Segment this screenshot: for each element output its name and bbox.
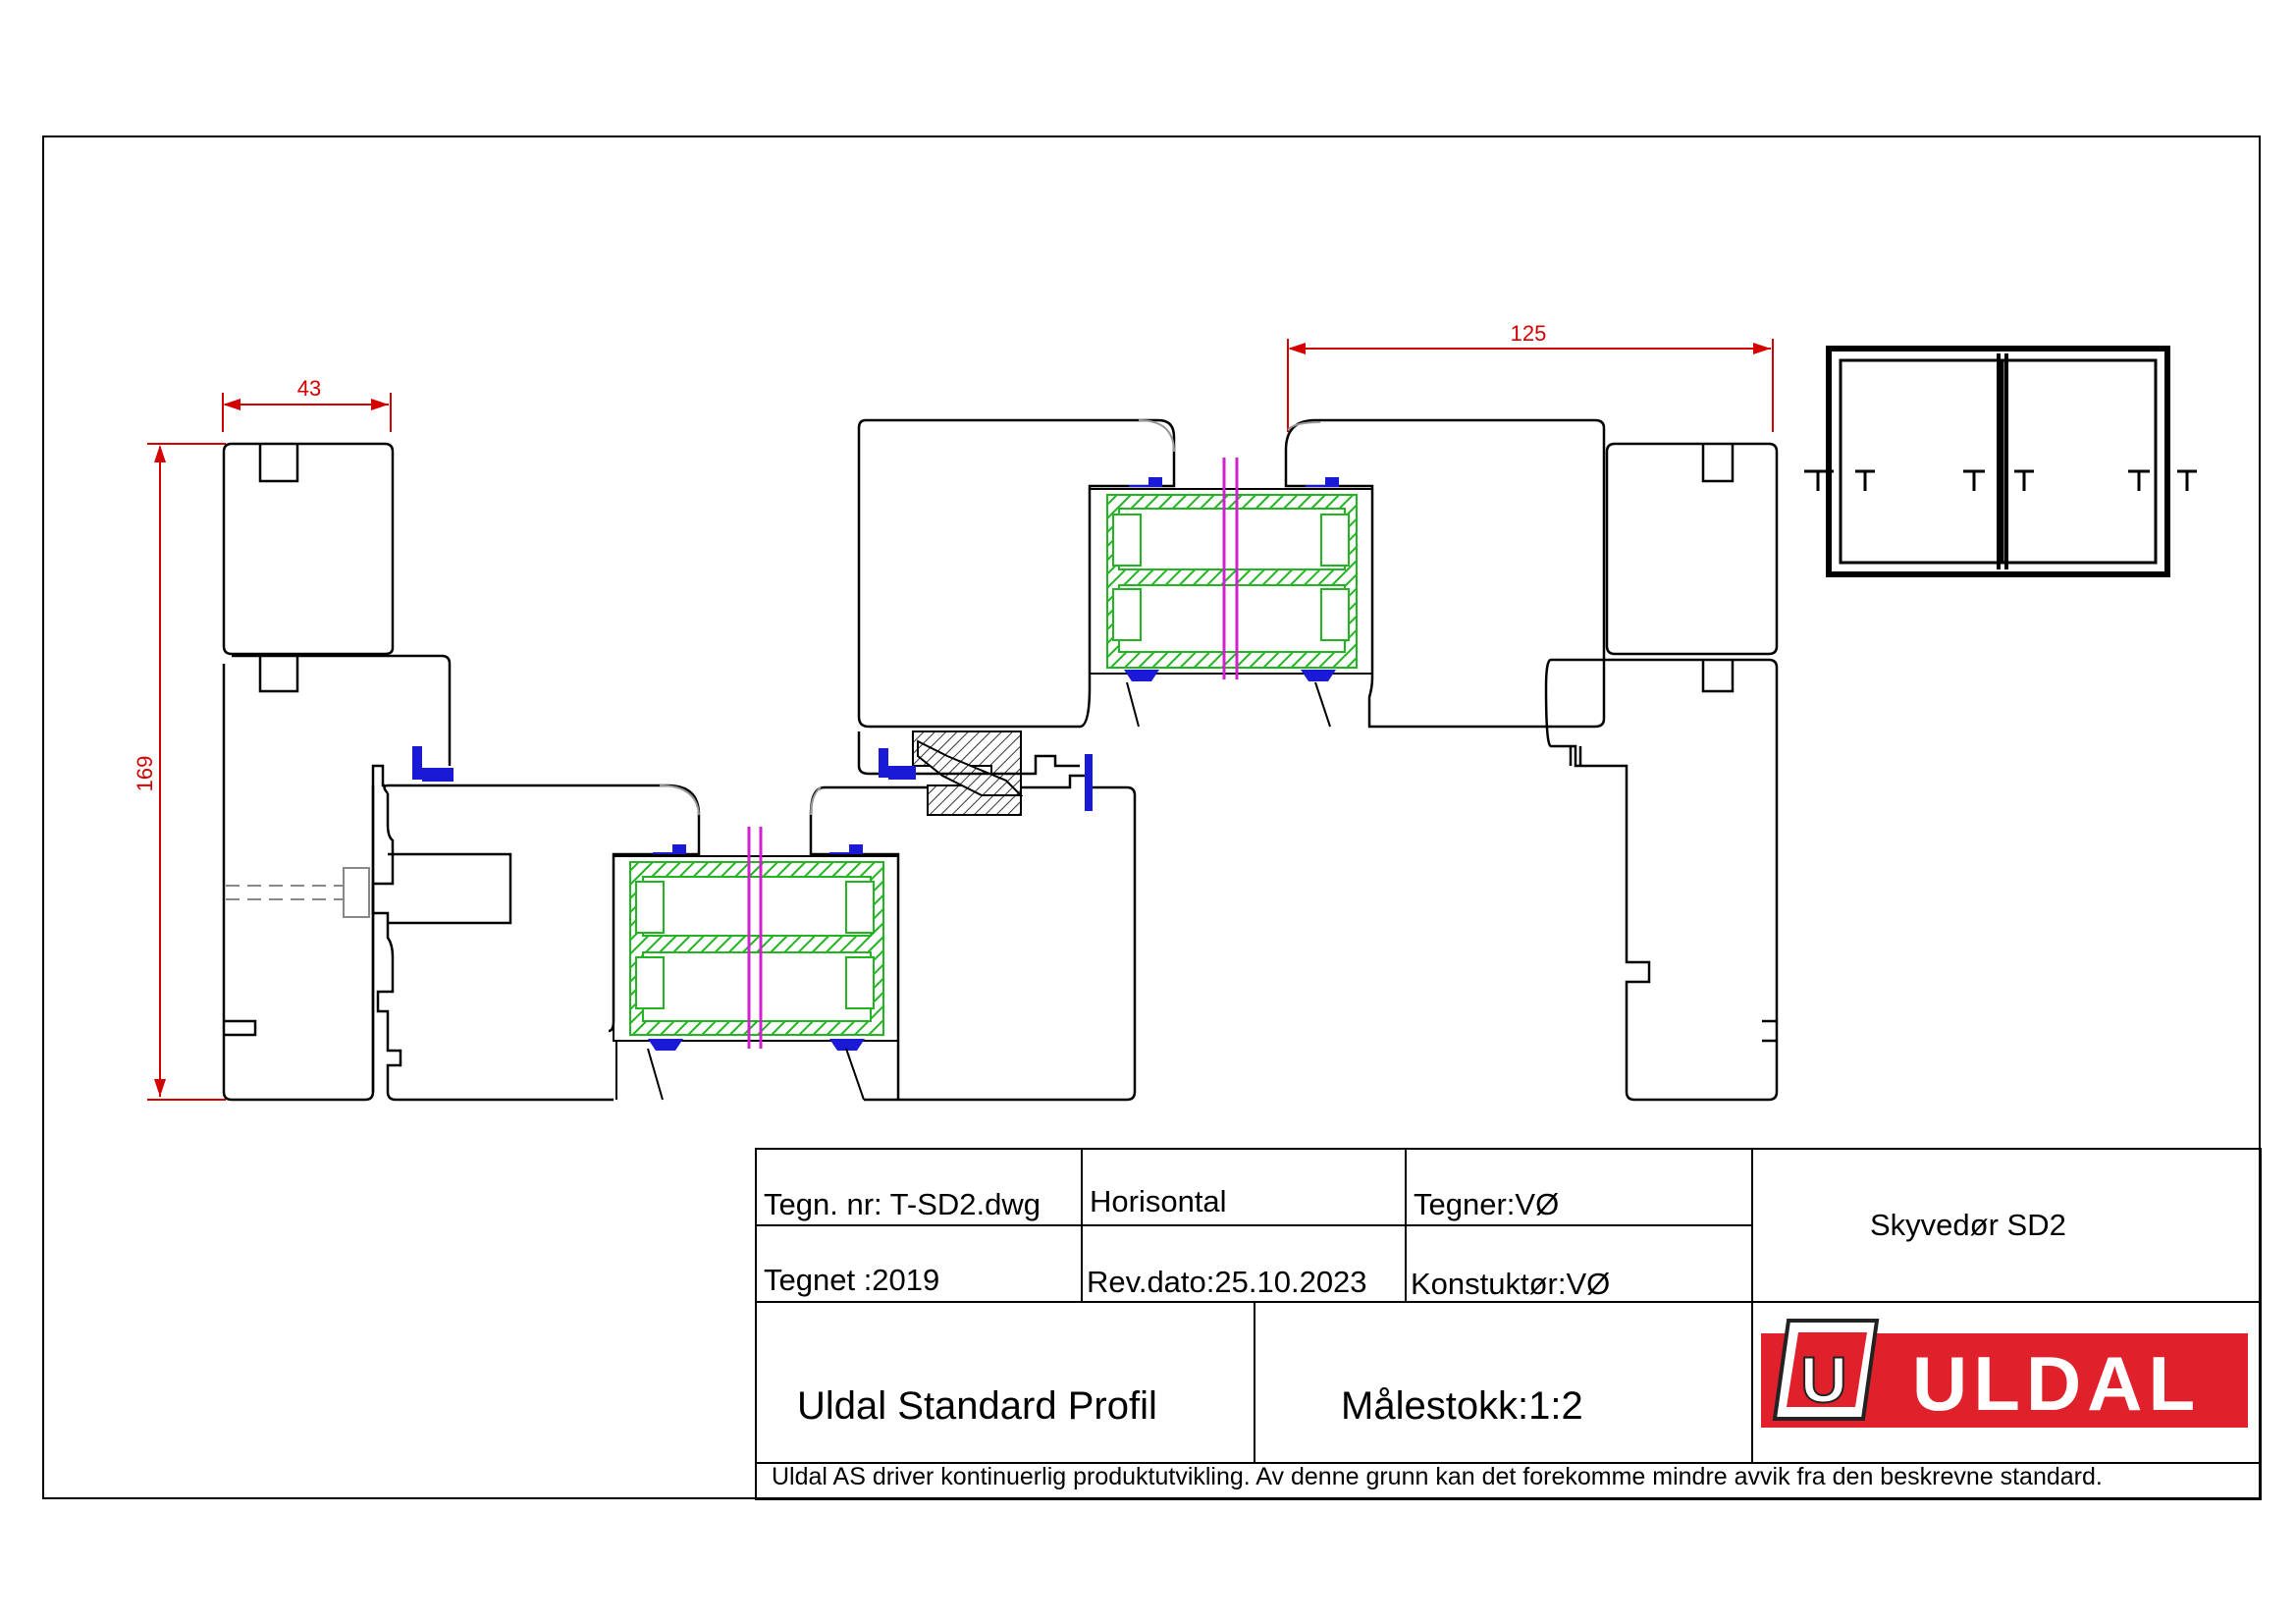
disclaimer-text: Uldal AS driver kontinuerlig produktutvi… [772, 1463, 2103, 1490]
product-name: Skyvedør SD2 [1870, 1208, 2066, 1242]
drawn-year: Tegnet :2019 [764, 1263, 940, 1297]
upper-sash-right [1284, 418, 1606, 729]
dimension-lines [147, 339, 1774, 1101]
gaskets [412, 746, 1093, 811]
profile-name: Uldal Standard Profil [797, 1384, 1157, 1428]
dimension-width-left: 43 [297, 376, 321, 401]
glass-unit-upper [1089, 458, 1373, 728]
centre-sash-left [809, 774, 1137, 1102]
dimension-width-right: 125 [1511, 321, 1547, 346]
uldal-logo [1761, 1319, 2248, 1428]
left-frame-profile [222, 442, 452, 1102]
title-block-grid [755, 1148, 2262, 1500]
right-frame-profile [1544, 442, 1779, 1102]
logo-letter: U [1800, 1343, 1847, 1416]
orientation-label: Horisontal [1090, 1184, 1227, 1218]
scale-label: Målestokk:1:2 [1341, 1384, 1583, 1428]
upper-sash-left [857, 418, 1176, 776]
drawing-number: Tegn. nr: T-SD2.dwg [764, 1187, 1041, 1221]
interlock-profile [912, 730, 1024, 816]
glass-unit-lower [613, 827, 899, 1101]
elevation-thumbnail [1804, 346, 2197, 577]
constructor-label: Konstuktør:VØ [1411, 1267, 1611, 1301]
logo-text: ULDAL [1912, 1340, 2201, 1427]
revision-date: Rev.dato:25.10.2023 [1087, 1265, 1367, 1299]
dimension-height-left: 169 [133, 756, 157, 792]
drawer-label: Tegner:VØ [1414, 1187, 1560, 1221]
fixing-screw [226, 867, 370, 918]
